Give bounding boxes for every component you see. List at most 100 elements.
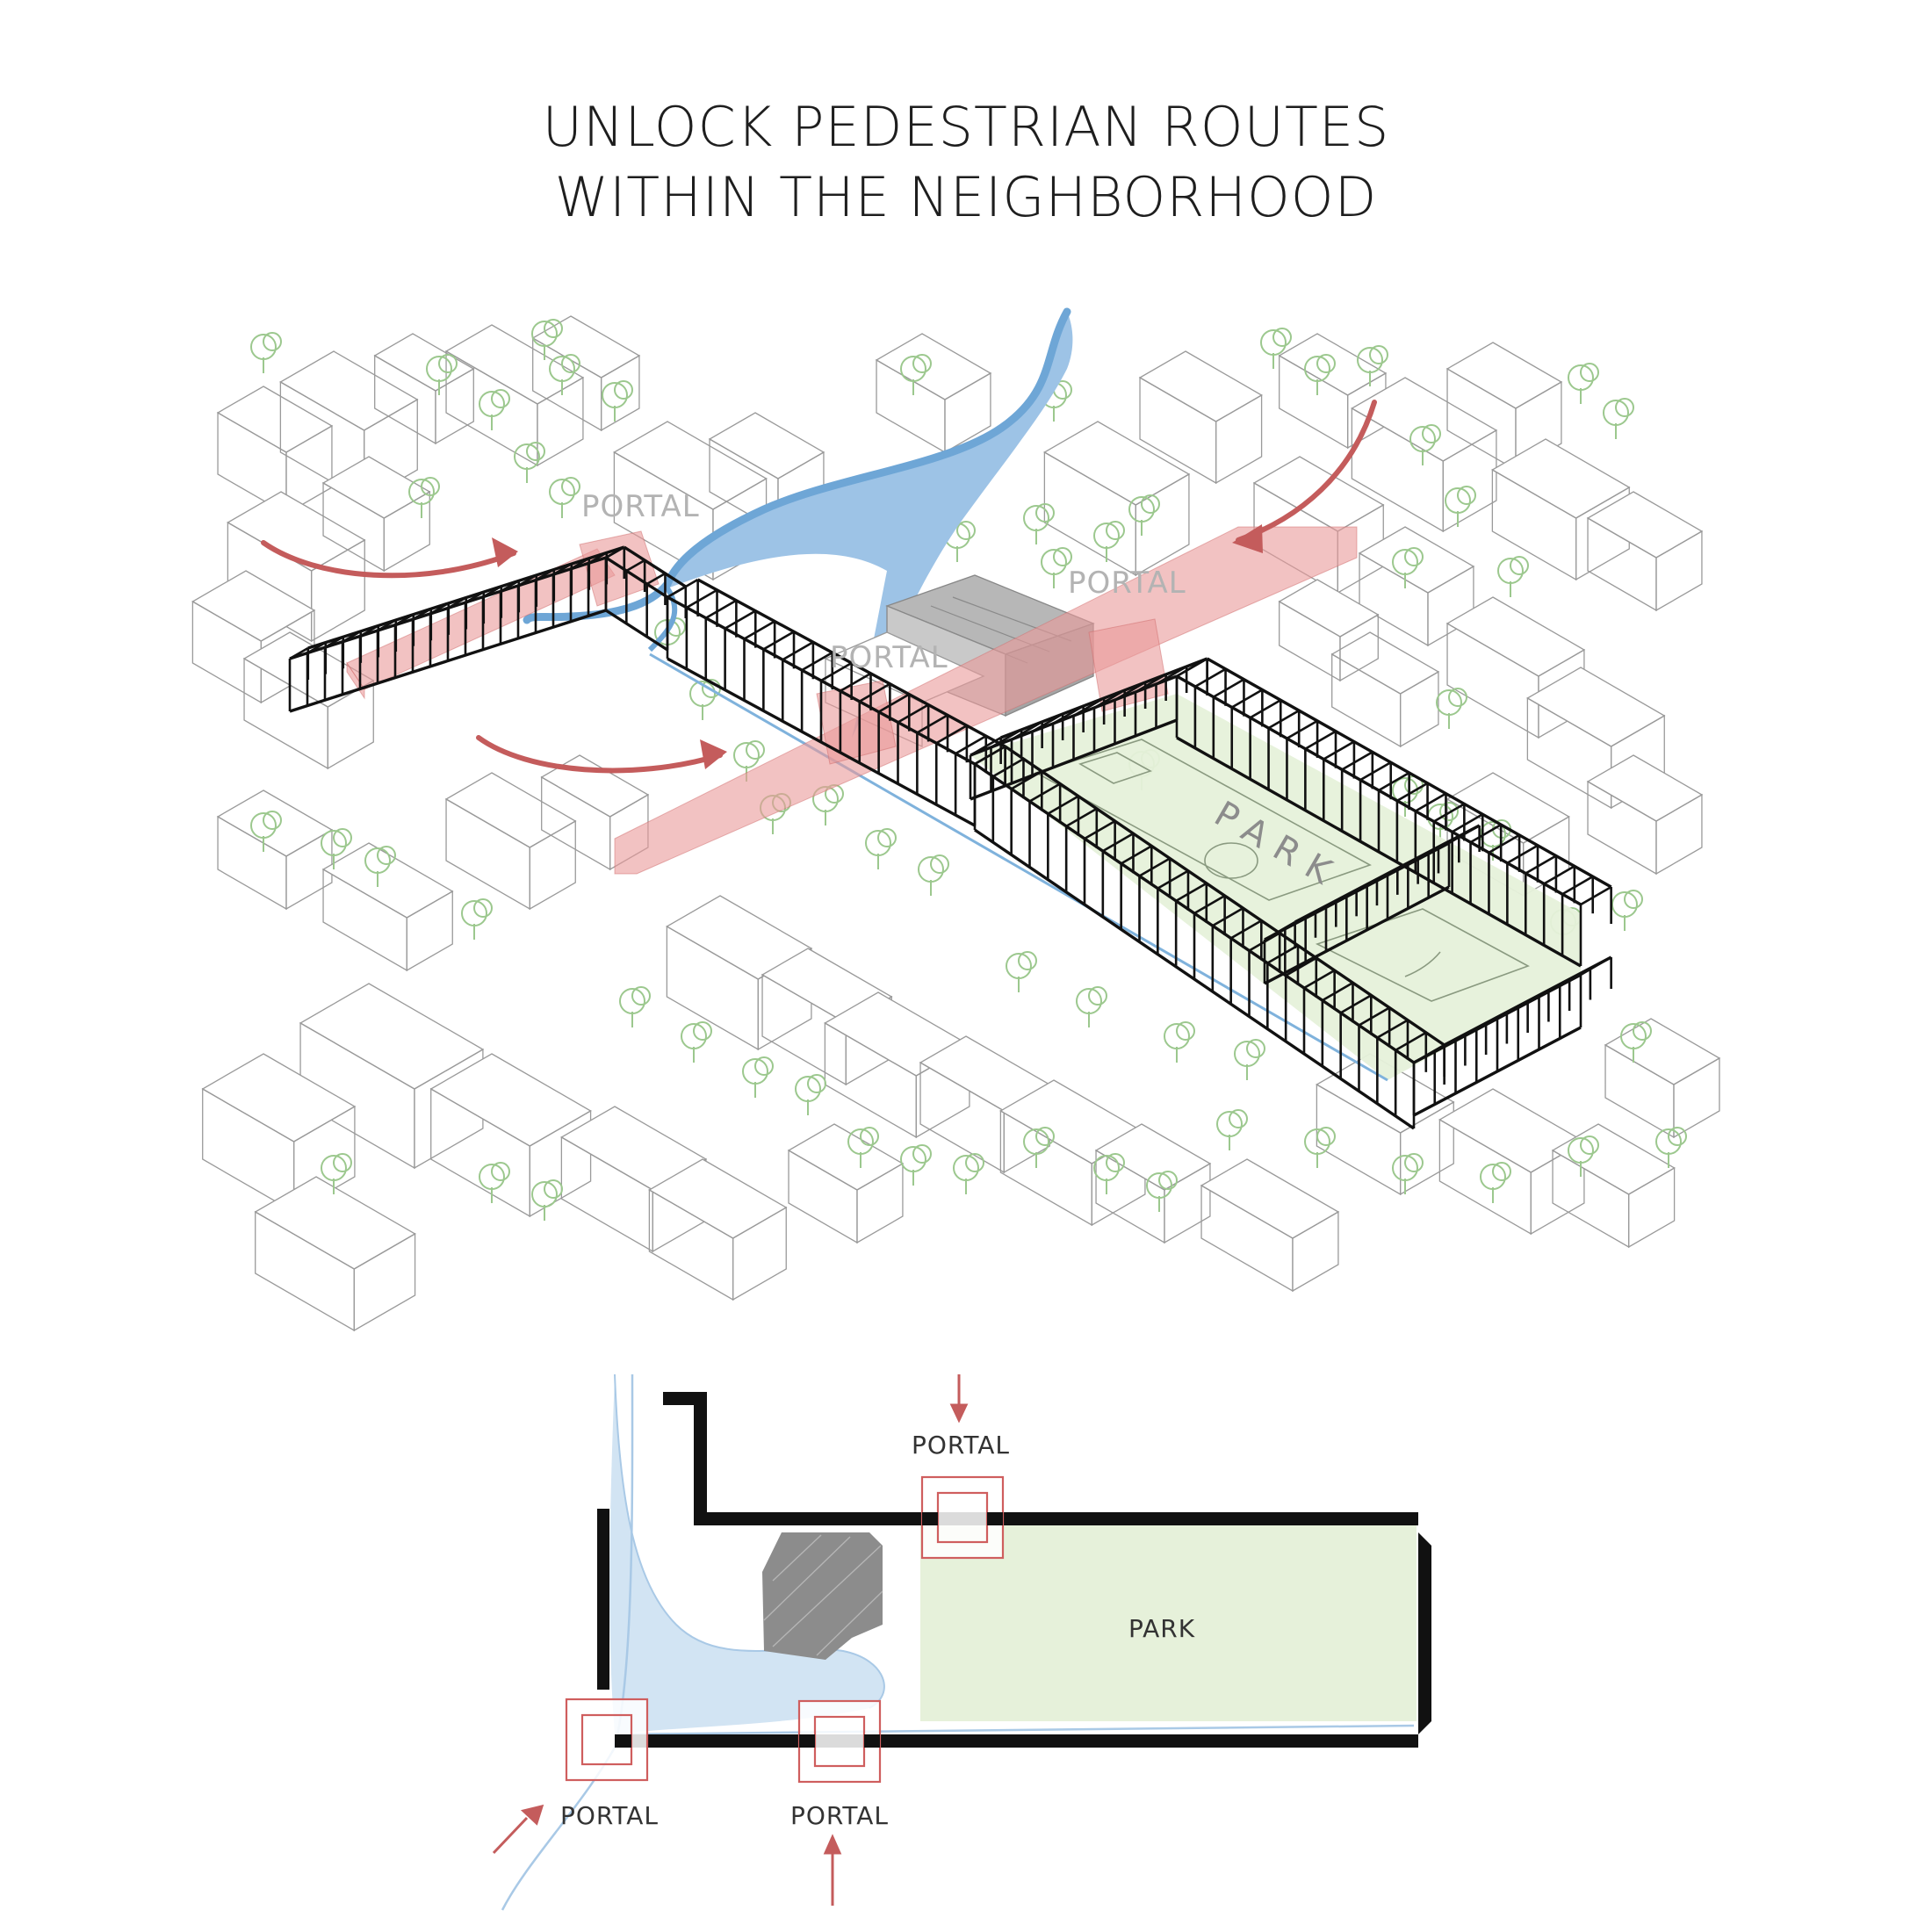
- tree: [408, 477, 440, 518]
- tree: [479, 389, 510, 430]
- building-block: [1330, 631, 1440, 748]
- tree: [1480, 1162, 1511, 1203]
- frame-cross-east: [1263, 824, 1481, 985]
- tree: [1392, 1153, 1424, 1194]
- tree: [531, 1179, 563, 1221]
- building-block: [787, 1123, 905, 1244]
- building-block: [1586, 754, 1704, 876]
- tree: [619, 986, 651, 1027]
- tree: [1006, 951, 1037, 992]
- tree: [953, 1153, 984, 1194]
- tree: [250, 811, 282, 852]
- plan-label-park: PARK: [1128, 1614, 1195, 1643]
- axon-arrows: [261, 400, 1377, 774]
- building-block: [1491, 438, 1631, 581]
- tree: [1041, 547, 1072, 588]
- tree: [1603, 398, 1634, 439]
- tree: [549, 477, 580, 518]
- axon-arrow-head-2: [700, 739, 727, 769]
- tree: [1146, 1171, 1178, 1212]
- tree: [1076, 986, 1107, 1027]
- building-block: [875, 333, 992, 454]
- steel-frame: [288, 545, 1612, 1130]
- plan-label-portal-top: PORTAL: [912, 1431, 1010, 1460]
- building-block: [1551, 1123, 1676, 1249]
- label-portal-north-west: PORTAL: [581, 489, 700, 524]
- tree: [1392, 547, 1424, 588]
- tree: [1436, 688, 1467, 729]
- label-portal-center: PORTAL: [830, 640, 948, 675]
- building-block: [429, 1053, 592, 1218]
- frame-west-arm: [288, 545, 626, 713]
- frame-south-edge-park: [973, 745, 1445, 1130]
- tree: [795, 1074, 826, 1115]
- tree: [1304, 1127, 1336, 1168]
- tree: [426, 354, 458, 395]
- tree: [549, 354, 580, 395]
- tree: [1260, 328, 1292, 369]
- tree: [1409, 424, 1441, 465]
- building-block: [666, 895, 813, 1051]
- building-block: [444, 772, 577, 911]
- tree: [1234, 1039, 1265, 1080]
- tree: [1093, 1153, 1125, 1194]
- park-ground: [970, 694, 1581, 1080]
- tree: [1611, 890, 1643, 931]
- tree: [1164, 1021, 1195, 1063]
- plan-water-body: [609, 1374, 884, 1734]
- tree: [847, 1127, 879, 1168]
- tree: [1357, 345, 1388, 386]
- tree: [1445, 486, 1476, 527]
- tree: [900, 1144, 932, 1186]
- building-block: [1094, 1123, 1212, 1244]
- portal-corridors: [346, 526, 1358, 875]
- neighborhood-buildings: [191, 315, 1721, 1332]
- tree: [1620, 1021, 1652, 1063]
- water-channel: [649, 652, 1388, 1082]
- tree: [364, 846, 396, 887]
- building-block: [321, 842, 454, 972]
- tree: [1216, 1109, 1248, 1150]
- frame-east-end: [1412, 955, 1612, 1117]
- building-block: [1200, 1158, 1340, 1293]
- tree: [1128, 494, 1160, 536]
- tree: [1023, 503, 1055, 544]
- tree: [321, 828, 352, 869]
- tree: [865, 828, 897, 869]
- building-block: [1586, 491, 1704, 612]
- tree: [1655, 1127, 1687, 1168]
- title-line-2: WITHIN THE NEIGHBORHOOD: [554, 165, 1378, 229]
- plan-existing-building: [762, 1532, 883, 1660]
- building-block: [321, 456, 431, 573]
- plan-label-portal-bottom-center: PORTAL: [790, 1801, 889, 1830]
- axon-arrow-head-3: [1232, 524, 1263, 553]
- label-portal-north-east: PORTAL: [1068, 566, 1186, 601]
- frame-north-edge-park: [1175, 657, 1612, 968]
- tree: [1304, 354, 1336, 395]
- building-block: [1278, 579, 1380, 682]
- tree: [531, 319, 563, 360]
- tree: [1568, 1135, 1599, 1177]
- building-block: [444, 324, 585, 467]
- tree: [918, 854, 949, 896]
- tree: [1093, 521, 1125, 562]
- building-block: [1043, 421, 1191, 577]
- tree: [681, 1021, 712, 1063]
- tree: [1023, 1127, 1055, 1168]
- tree: [1497, 556, 1529, 597]
- plan-arrows: [492, 1374, 969, 1906]
- title-line-1: UNLOCK PEDESTRIAN ROUTES: [542, 95, 1390, 159]
- frame-cross-west: [969, 657, 1208, 801]
- axon-arrow-head-1: [492, 537, 518, 567]
- tree: [479, 1162, 510, 1203]
- tree: [602, 380, 633, 422]
- building-block: [254, 1176, 416, 1332]
- tree: [321, 1153, 352, 1194]
- tree: [461, 898, 493, 940]
- tree: [900, 354, 932, 395]
- building-block: [1138, 350, 1263, 485]
- tree: [1568, 363, 1599, 404]
- building-block: [1438, 1088, 1586, 1236]
- tree: [742, 1056, 774, 1098]
